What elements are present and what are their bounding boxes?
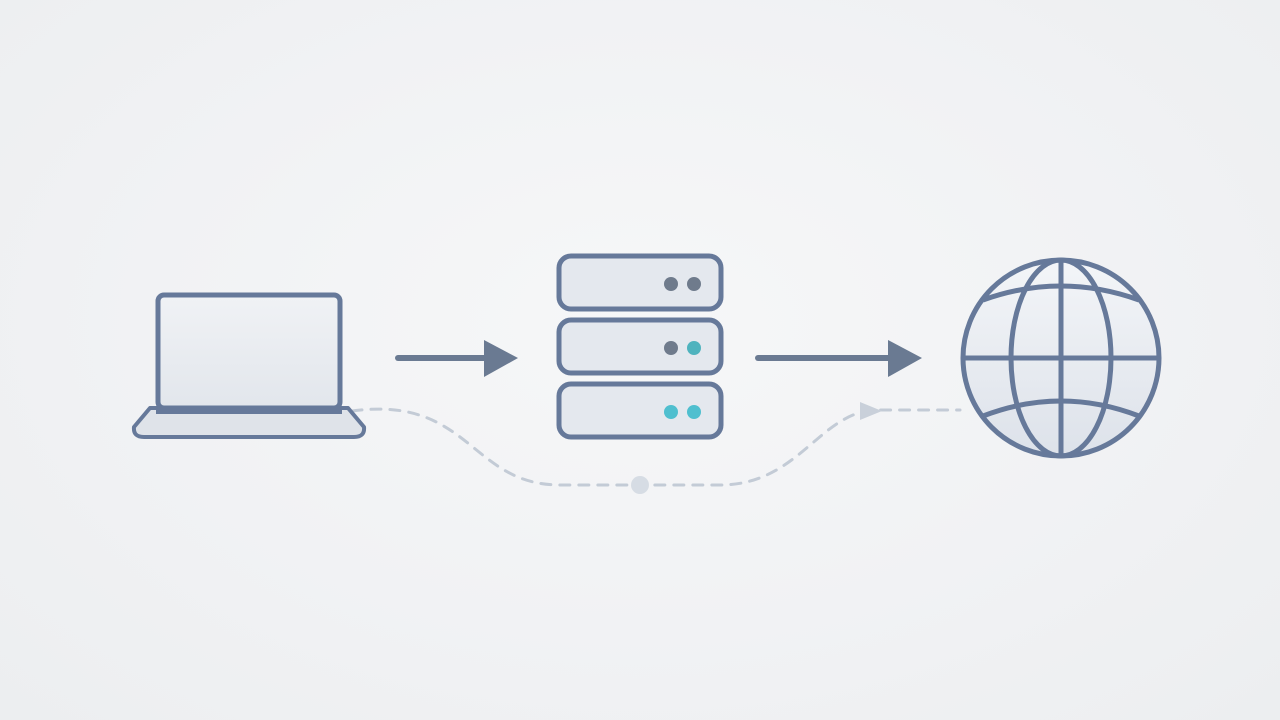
server-rack-icon [556,253,724,440]
server-unit-1 [556,253,724,312]
bypass-waypoint-dot [631,476,649,494]
status-light-3-2 [687,405,701,419]
status-light-1-2 [687,277,701,291]
laptop-icon [131,292,367,439]
globe-latitude-north [982,283,1140,303]
status-light-3-1 [664,405,678,419]
laptop-screen [155,292,343,411]
globe-icon [960,257,1162,459]
laptop-base [131,406,367,439]
status-light-2-2 [687,341,701,355]
arrow-client-to-server [395,340,518,377]
server-unit-3 [556,381,724,440]
status-light-1-1 [664,277,678,291]
globe-latitude-south [982,398,1140,419]
dashed-bypass-connector [350,402,962,494]
dashed-arrowhead [860,402,882,420]
status-light-2-1 [664,341,678,355]
arrow-server-to-internet [755,340,922,377]
server-unit-2 [556,317,724,376]
server-status-lights [664,277,701,419]
dashed-bypass-path [350,407,962,487]
